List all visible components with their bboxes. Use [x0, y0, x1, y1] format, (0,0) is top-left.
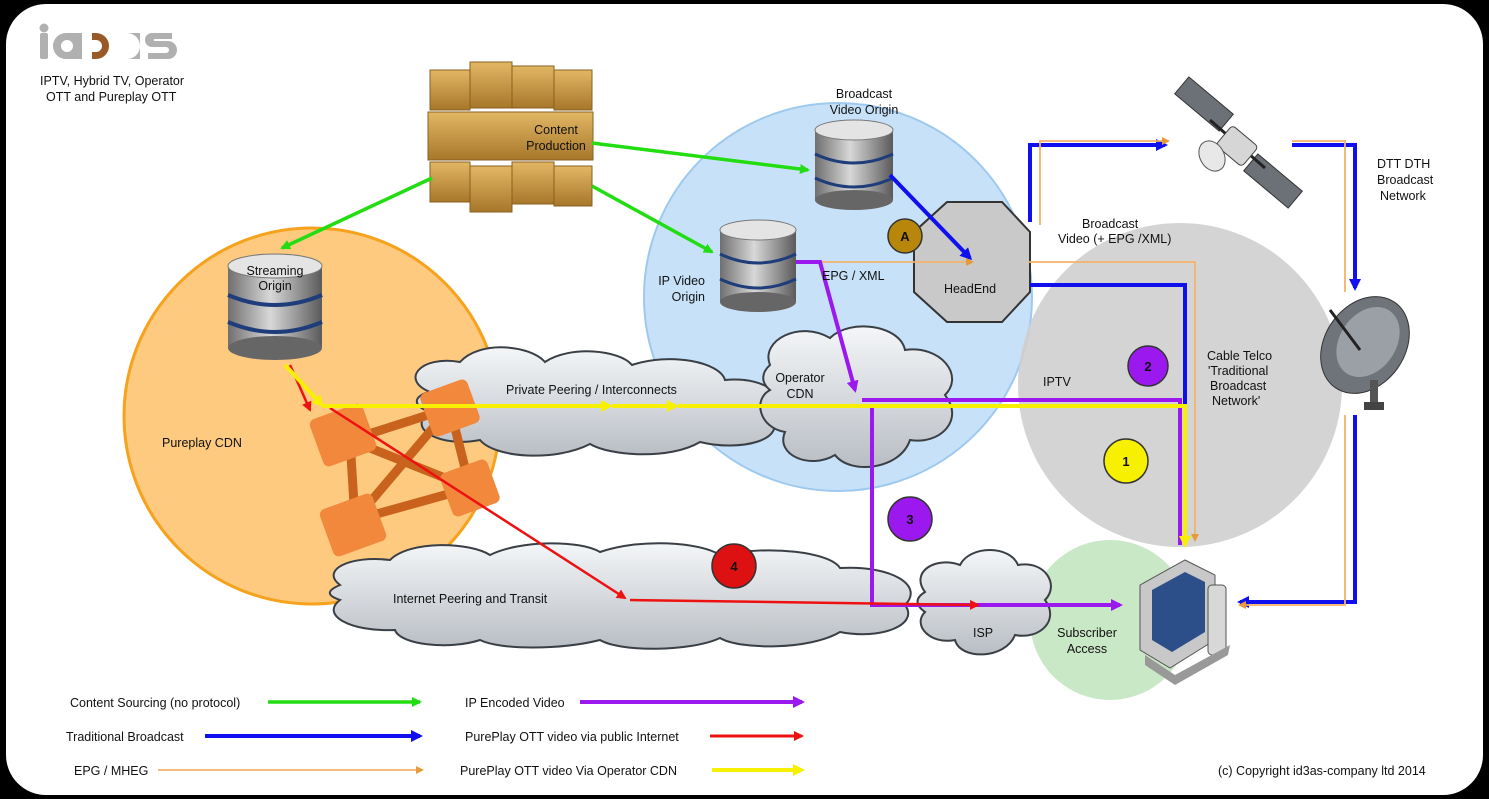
- operator-cdn-cloud: [759, 325, 954, 468]
- subscriber-access-label-1: Subscriber: [1057, 626, 1117, 640]
- ip-encoded-video-arrows: [796, 260, 1182, 611]
- streaming-origin-label-1: Streaming: [247, 264, 304, 278]
- dtt-dth-label-2: Broadcast: [1377, 173, 1434, 187]
- legend-pureplay-public-label: PurePlay OTT video via public Internet: [465, 730, 679, 744]
- svg-text:A: A: [900, 229, 910, 244]
- operator-cdn-label-1: Operator: [775, 371, 824, 385]
- pureplay-operator-arrows: [283, 363, 1191, 548]
- tagline-line-1: IPTV, Hybrid TV, Operator: [40, 74, 184, 88]
- legend-pureplay-operator-label: PurePlay OTT video Via Operator CDN: [460, 764, 677, 778]
- svg-text:2: 2: [1144, 359, 1151, 374]
- headend-label: HeadEnd: [944, 282, 996, 296]
- legend-content-sourcing-label: Content Sourcing (no protocol): [70, 696, 240, 710]
- badge-4: 4: [711, 543, 757, 589]
- operator-cdn-label-2: CDN: [786, 387, 813, 401]
- iptv-label: IPTV: [1043, 375, 1071, 389]
- svg-text:4: 4: [730, 559, 738, 574]
- badge-a: A: [887, 218, 923, 254]
- cable-telco-label-2: 'Traditional: [1208, 364, 1268, 378]
- legend: Content Sourcing (no protocol) Tradition…: [66, 696, 805, 778]
- epg-mheg-arrows: [796, 137, 1346, 609]
- streaming-origin-label-2: Origin: [258, 279, 291, 293]
- satellite-dish-icon: [1320, 296, 1410, 410]
- badge-1: 1: [1103, 438, 1149, 484]
- broadcast-video-origin-label-2: Video Origin: [830, 103, 899, 117]
- broadcast-video-origin-label-1: Broadcast: [836, 87, 893, 101]
- tagline-line-2: OTT and Pureplay OTT: [46, 90, 177, 104]
- svg-text:1: 1: [1122, 454, 1129, 469]
- satellite-icon: [1174, 76, 1303, 209]
- cable-telco-label-3: Broadcast: [1210, 379, 1267, 393]
- legend-traditional-broadcast-label: Traditional Broadcast: [66, 730, 184, 744]
- ip-video-origin-label-1: IP Video: [658, 274, 705, 288]
- private-peering-label: Private Peering / Interconnects: [506, 383, 677, 397]
- id3as-logo: [39, 23, 177, 59]
- epg-xml-label: EPG / XML: [822, 269, 885, 283]
- ip-video-origin-db-icon: [719, 219, 797, 312]
- broadcast-video-origin-db-icon: [814, 119, 894, 210]
- svg-text:3: 3: [906, 512, 913, 527]
- internet-peering-label: Internet Peering and Transit: [393, 592, 548, 606]
- pureplay-cdn-label: Pureplay CDN: [162, 436, 242, 450]
- broadcast-video-epg-label-2: Video (+ EPG /XML): [1058, 232, 1171, 246]
- dtt-dth-label-1: DTT DTH: [1377, 157, 1430, 171]
- content-sourcing-arrows: [280, 141, 810, 254]
- subscriber-tv-icon: [1139, 559, 1230, 685]
- isp-cloud: [916, 549, 1052, 656]
- cable-telco-label-1: Cable Telco: [1207, 349, 1272, 363]
- cable-telco-label-4: Network': [1212, 394, 1260, 408]
- broadcast-video-epg-label-1: Broadcast: [1082, 217, 1139, 231]
- content-production-label-2: Production: [526, 139, 586, 153]
- dtt-dth-label-3: Network: [1380, 189, 1427, 203]
- legend-epg-mheg-label: EPG / MHEG: [74, 764, 148, 778]
- streaming-origin-db-icon: [227, 253, 323, 360]
- subscriber-access-label-2: Access: [1067, 642, 1107, 656]
- legend-ip-encoded-label: IP Encoded Video: [465, 696, 565, 710]
- cable-telco-zone: [1018, 223, 1342, 547]
- isp-label: ISP: [973, 626, 993, 640]
- copyright-text: (c) Copyright id3as-company ltd 2014: [1218, 764, 1426, 778]
- badge-3: 3: [887, 496, 933, 542]
- ip-video-origin-label-2: Origin: [672, 290, 705, 304]
- badge-2: 2: [1127, 345, 1169, 387]
- content-production-label-1: Content: [534, 123, 578, 137]
- content-production-icon: [427, 61, 594, 213]
